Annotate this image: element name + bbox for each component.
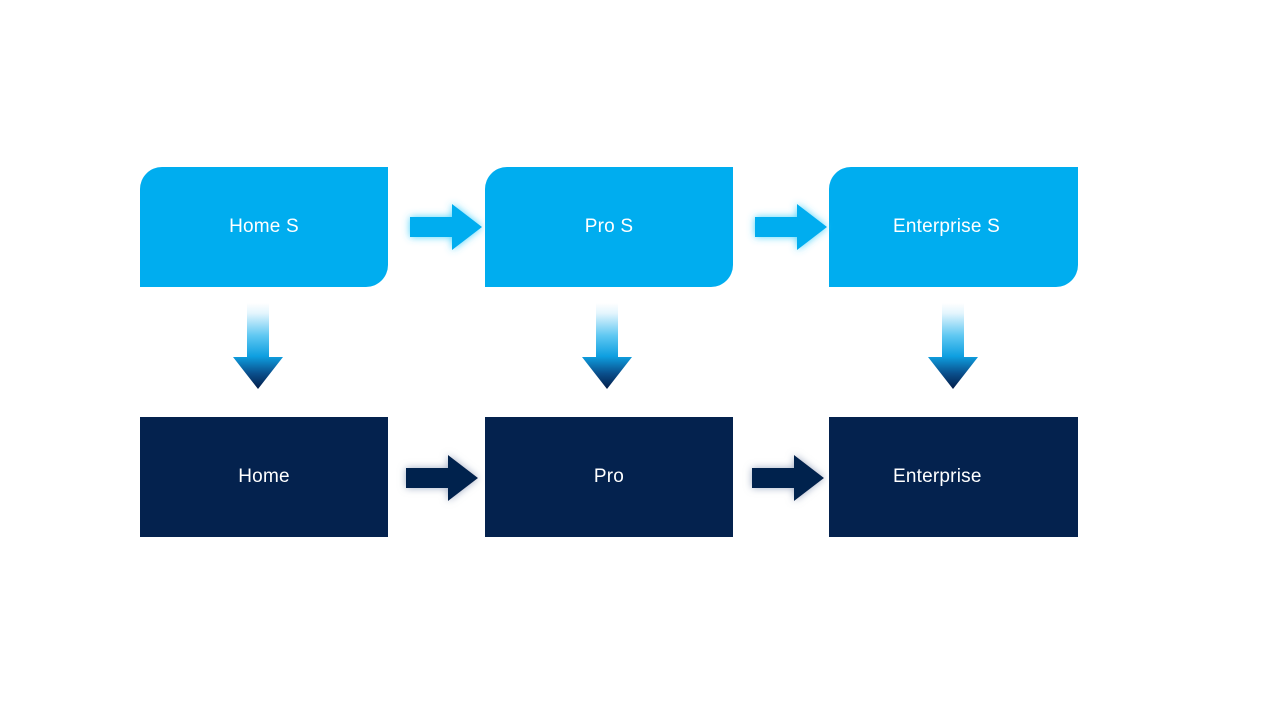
arrow-home-s-to-pro-s-icon bbox=[408, 201, 484, 253]
node-home-s[interactable]: Home S bbox=[140, 167, 388, 287]
arrow-home-s-to-home-icon bbox=[231, 303, 285, 391]
arrow-pro-s-to-enterprise-s-icon bbox=[753, 201, 829, 253]
node-home[interactable]: Home bbox=[140, 417, 388, 537]
node-enterprise-s[interactable]: Enterprise S bbox=[829, 167, 1078, 287]
node-enterprise-label: Enterprise bbox=[893, 465, 982, 487]
node-enterprise[interactable]: Enterprise bbox=[829, 417, 1078, 537]
arrow-pro-to-enterprise-icon bbox=[750, 452, 826, 504]
node-pro-label: Pro bbox=[593, 465, 625, 487]
node-pro-s[interactable]: Pro S bbox=[485, 167, 733, 287]
node-home-label: Home bbox=[238, 465, 290, 487]
node-pro-s-label: Pro S bbox=[584, 215, 634, 237]
arrow-home-to-pro-icon bbox=[404, 452, 480, 504]
node-pro[interactable]: Pro bbox=[485, 417, 733, 537]
node-enterprise-s-label: Enterprise S bbox=[893, 215, 1000, 237]
arrow-pro-s-to-pro-icon bbox=[580, 303, 634, 391]
arrow-enterprise-s-to-enterprise-icon bbox=[926, 303, 980, 391]
node-home-s-label: Home S bbox=[229, 215, 299, 237]
